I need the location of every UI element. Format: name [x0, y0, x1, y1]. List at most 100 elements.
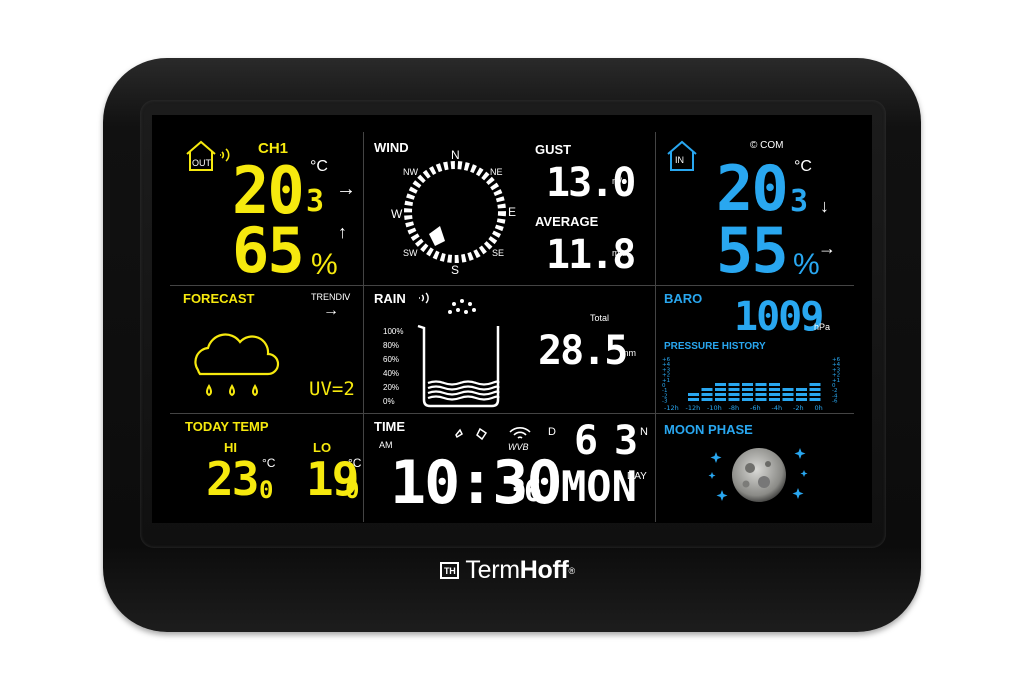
compass-w: W — [391, 207, 403, 221]
outdoor-humidity-trend-icon: ↑ — [338, 222, 347, 242]
compass-n: N — [451, 148, 460, 162]
baro-scale-right: +1 — [832, 378, 840, 384]
date-month: 3 — [614, 418, 638, 464]
rain-scale-label: 20% — [383, 383, 400, 392]
baro-scale-left: 0 — [662, 383, 666, 389]
brand-name-a: Term — [465, 556, 520, 584]
baro-bar-segment — [701, 388, 713, 391]
compass-nw: NW — [403, 167, 418, 177]
indoor-temp-unit: °C — [794, 158, 812, 175]
baro-hour-label: -12h — [664, 404, 679, 412]
baro-hour-label: -6h — [750, 404, 761, 412]
baro-hour-label: 0h — [815, 404, 823, 412]
baro-bar-segment — [701, 393, 713, 396]
divider — [655, 132, 656, 522]
moon-title: MOON PHASE — [664, 422, 753, 437]
rain-unit: mm — [621, 348, 636, 358]
wifi-icon — [509, 427, 531, 439]
in-badge: IN — [675, 155, 684, 165]
baro-bar-segment — [742, 398, 753, 401]
baro-bar-segment — [742, 383, 753, 386]
baro-bar-segment — [728, 388, 740, 391]
baro-bar-segment — [688, 393, 699, 396]
signal-icon — [419, 292, 429, 304]
divider — [363, 132, 364, 522]
baro-hour-label: -4h — [772, 404, 783, 412]
hi-temp-decimal: 0 — [259, 476, 274, 504]
cloud-rain-icon — [194, 333, 280, 397]
baro-bar-segment — [809, 393, 821, 396]
baro-scale-left: -1 — [662, 388, 667, 394]
outdoor-humidity: 65 — [232, 214, 305, 287]
pressure-unit: hPa — [814, 322, 831, 332]
out-badge: OUT — [192, 158, 211, 168]
baro-bar-segment — [809, 388, 821, 391]
rain-fill-wave — [427, 380, 500, 386]
baro-bar-segment — [782, 388, 794, 391]
baro-bar-segment — [769, 398, 780, 401]
hi-label: HI — [224, 440, 237, 455]
baro-scale-left: -2 — [662, 393, 667, 399]
indoor-temp: 20 — [716, 152, 789, 225]
baro-bar-segment — [755, 398, 767, 401]
wind-compass — [404, 161, 506, 263]
outdoor-house-icon — [186, 140, 230, 171]
baro-bar-segment — [782, 398, 794, 401]
baro-hour-label: -8h — [729, 404, 740, 412]
baro-bar-segment — [728, 398, 740, 401]
wind-title: WIND — [374, 140, 409, 155]
baro-bar-segment — [715, 393, 726, 396]
baro-bar-segment — [742, 393, 753, 396]
com-label: © COM — [750, 140, 784, 151]
rain-scale-label: 40% — [383, 369, 400, 378]
rain-title: RAIN — [374, 291, 406, 306]
divider — [170, 285, 854, 286]
wwvb-label: WVB — [508, 442, 529, 452]
outdoor-temp-trend-icon: → — [336, 178, 356, 200]
today-title: TODAY TEMP — [185, 419, 269, 434]
gust-unit: m/s — [612, 176, 627, 186]
registered-mark: ® — [568, 565, 576, 576]
baro-scale-right: +3 — [832, 367, 841, 373]
baro-hour-label: -12h — [686, 404, 701, 412]
average-label: AVERAGE — [535, 214, 599, 229]
baro-hour-label: -2h — [793, 404, 804, 412]
trend-label: TRENDⅣ — [311, 292, 351, 302]
rain-fill-wave — [427, 385, 500, 391]
date-day: 6 — [574, 418, 598, 464]
baro-scale-right: -6 — [832, 399, 838, 405]
compass-e: E — [508, 205, 517, 219]
pressure-history-title: PRESSURE HISTORY — [664, 341, 766, 352]
lo-temp-unit: °C — [348, 456, 362, 470]
brand-logo: TH Term Hoff ® — [440, 556, 575, 585]
gust-label: GUST — [535, 142, 572, 157]
rain-scale-label: 0% — [383, 397, 395, 406]
rain-fill-wave — [427, 390, 500, 396]
trend-arrow-icon: → — [323, 302, 339, 319]
baro-scale-right: -2 — [832, 388, 837, 394]
divider — [170, 413, 854, 414]
baro-bar-segment — [796, 393, 807, 396]
weekday-label: DAY — [627, 471, 647, 482]
wind-direction-marker — [429, 226, 445, 246]
baro-scale-left: -3 — [662, 399, 668, 405]
compass-se: SE — [492, 248, 505, 258]
time-hm: 10:30 — [390, 448, 563, 518]
baro-bar-segment — [742, 388, 753, 391]
channel-label: CH1 — [258, 140, 289, 157]
compass-s: S — [451, 263, 460, 277]
rain-scale-label: 60% — [383, 355, 400, 364]
outdoor-temp-unit: °C — [310, 158, 328, 175]
outdoor-temp: 20 — [232, 152, 305, 229]
rain-scale-label: 80% — [383, 341, 400, 350]
baro-bar-segment — [796, 398, 807, 401]
indoor-humidity-trend-icon: → — [818, 238, 836, 258]
baro-bar-segment — [715, 383, 726, 386]
time-title: TIME — [374, 419, 406, 434]
baro-scale-left: +6 — [662, 357, 671, 363]
hi-temp: 23 — [206, 452, 259, 506]
indoor-temp-decimal: 3 — [790, 184, 808, 219]
baro-bar-segment — [715, 398, 726, 401]
ampm-label: AM — [379, 440, 393, 450]
baro-bar-segment — [809, 383, 821, 386]
